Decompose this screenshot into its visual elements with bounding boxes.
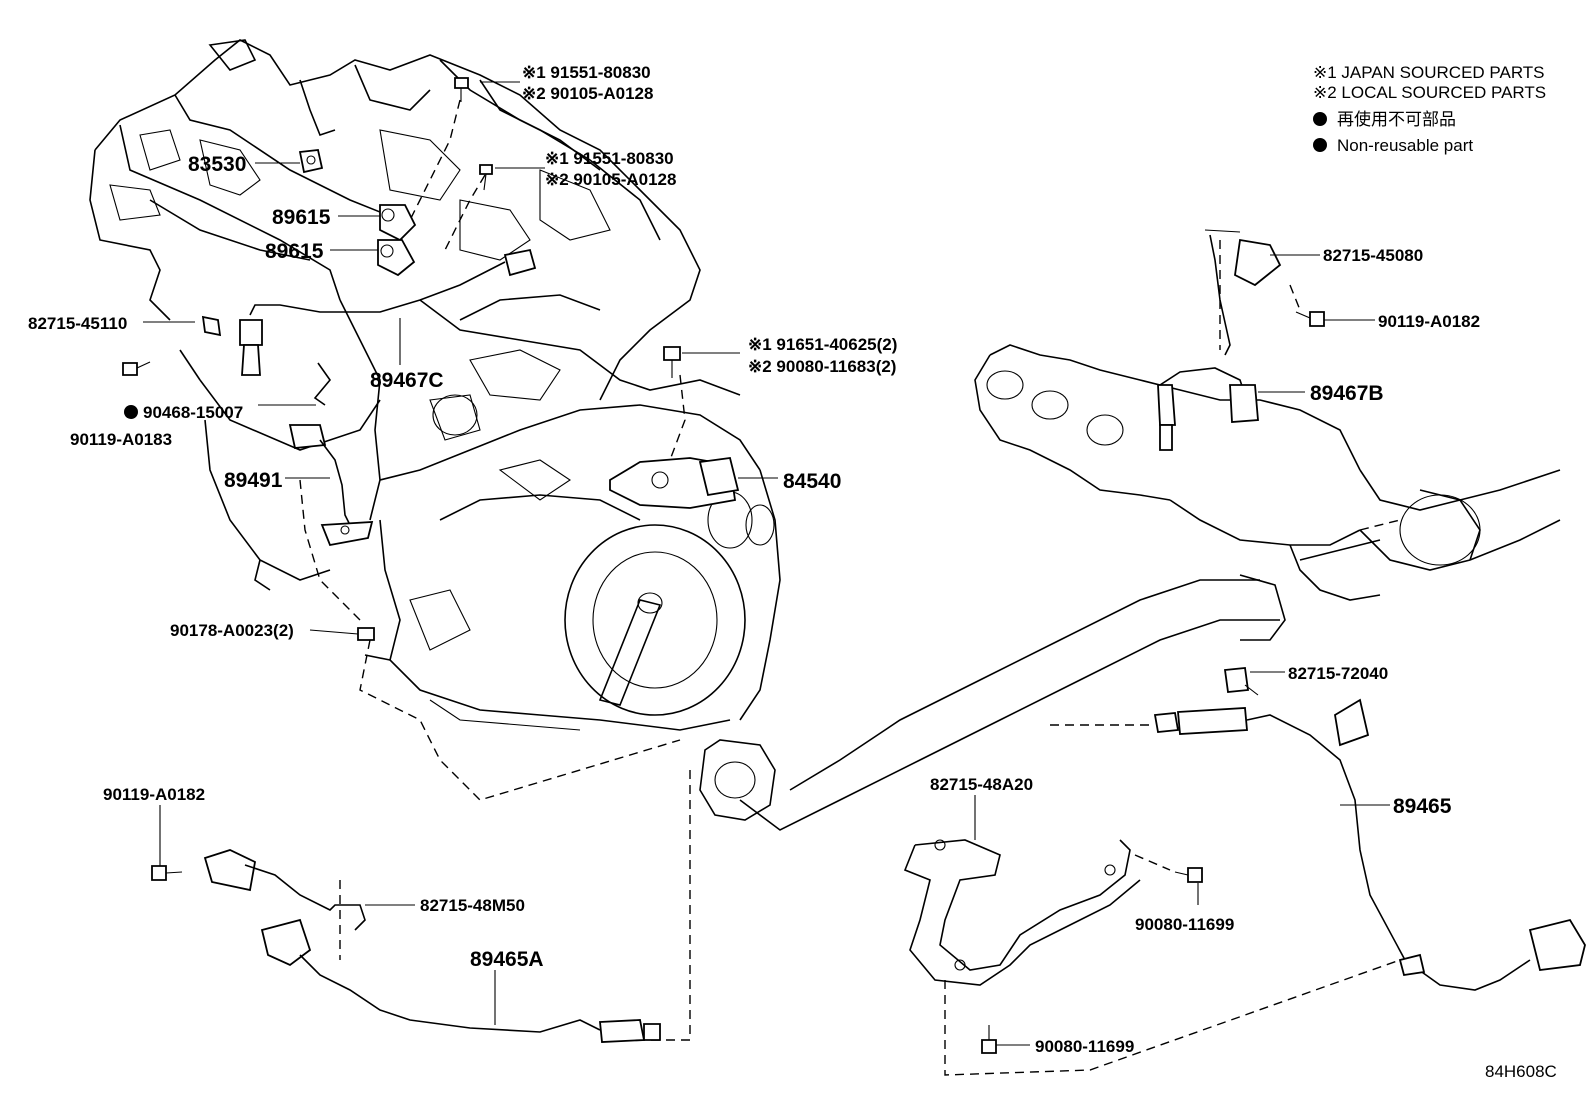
knock-sensor-83530: [298, 149, 324, 174]
callout-90119-A0183: 90119-A0183: [70, 430, 172, 449]
assembly-guide-lines: [299, 99, 1401, 1076]
callout-top2-jp: ※1 91551-80830: [545, 149, 674, 168]
af-sensor-89467C: [201, 261, 506, 376]
callout-89467B: 89467B: [1310, 382, 1384, 405]
o2-sensor-89465: [1153, 698, 1586, 991]
callout-89467C: 89467C: [370, 369, 444, 392]
callout-82715-48A20: 82715-48A20: [930, 775, 1033, 794]
callout-top2-local: ※2 90105-A0128: [545, 170, 676, 189]
callout-90178-A0023: 90178-A0023(2): [170, 621, 294, 640]
callout-89465: 89465: [1393, 795, 1452, 818]
legend: ※1 JAPAN SOURCED PARTS ※2 LOCAL SOURCED …: [1313, 63, 1546, 155]
af-sensor-89467B: [1157, 367, 1259, 451]
o2-sensor-89465A: [260, 918, 661, 1043]
nonreusable-dot-icon: [124, 405, 138, 419]
legend-local: ※2 LOCAL SOURCED PARTS: [1313, 83, 1546, 102]
legend-nonreusable-jp: 再使用不可部品: [1337, 109, 1456, 129]
callout-89491: 89491: [224, 469, 283, 492]
nonreusable-dot-icon: [1313, 138, 1327, 152]
callout-top1-local: ※2 90105-A0128: [522, 84, 653, 103]
diagram-code: 84H608C: [1485, 1062, 1557, 1081]
bracket-82715-48M50: [151, 849, 366, 931]
legend-nonreusable-en: Non-reusable part: [1337, 136, 1473, 155]
callout-84540: 84540: [783, 470, 841, 493]
cam-sensor-89615-b: [377, 239, 416, 277]
leader-lines: [143, 81, 1390, 1046]
callout-89615-a: 89615: [272, 206, 331, 229]
bracket-82715-48A20: [903, 839, 1141, 986]
engine-assembly-drawing: [89, 39, 781, 731]
callout-82715-72040: 82715-72040: [1288, 664, 1388, 683]
bracket-82715-45080: [1204, 229, 1282, 356]
callout-labels: 83530 89615 89615 82715-45110 90468-1500…: [28, 63, 1557, 1081]
callout-82715-45080: 82715-45080: [1323, 246, 1423, 265]
callout-90468-15007: 90468-15007: [143, 403, 243, 422]
cam-sensor-89615-a: [379, 204, 417, 242]
callout-90080-11699-b: 90080-11699: [1035, 1037, 1134, 1056]
exhaust-manifold-drawing: [699, 344, 1561, 831]
callout-82715-45110: 82715-45110: [28, 314, 127, 333]
switch-84540: [609, 457, 740, 509]
callout-top1-jp: ※1 91551-80830: [522, 63, 651, 82]
callout-90119-A0182-left: 90119-A0182: [103, 785, 205, 804]
callout-83530: 83530: [188, 153, 246, 176]
callout-90119-A0182-right: 90119-A0182: [1378, 312, 1480, 331]
parts-drawings: [122, 77, 1586, 1054]
legend-japan: ※1 JAPAN SOURCED PARTS: [1313, 63, 1545, 82]
callout-mid-local: ※2 90080-11683(2): [748, 357, 896, 376]
callout-90080-11699-a: 90080-11699: [1135, 915, 1234, 934]
callout-89615-b: 89615: [265, 240, 324, 263]
callout-82715-48M50: 82715-48M50: [420, 896, 525, 915]
callout-89465A: 89465A: [470, 948, 544, 971]
sensor-89491: [288, 362, 374, 547]
nonreusable-dot-icon: [1313, 112, 1327, 126]
callout-mid-jp: ※1 91651-40625(2): [748, 335, 897, 354]
